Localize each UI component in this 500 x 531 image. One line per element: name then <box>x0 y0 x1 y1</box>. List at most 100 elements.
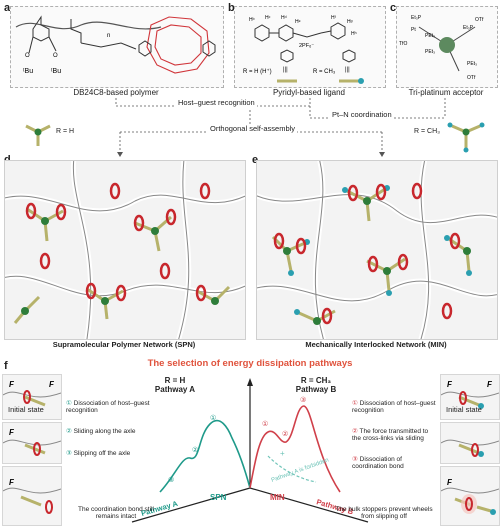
force-label-7: F <box>447 478 453 487</box>
right-head: R = CH₃ Pathway B <box>276 376 356 394</box>
spn-axis-label: SPN <box>210 493 227 502</box>
pt-n-label: Pt–N coordination <box>330 110 394 120</box>
left-head-r: R = H <box>164 376 186 385</box>
left-step-3-text: Slipping off the axle <box>73 450 131 457</box>
right-note: The bulk stoppers prevent wheels from sl… <box>335 506 433 521</box>
left-step-1-num: ① <box>66 400 72 407</box>
left-head-pathway: Pathway A <box>154 385 196 394</box>
et3p-1: Et₃P <box>411 15 422 21</box>
panel-c-letter: c <box>390 2 397 14</box>
left-state-panel-1: F F <box>2 374 62 420</box>
anion-label: 2PF₆⁻ <box>299 43 314 49</box>
crown-ether-ring <box>146 16 210 74</box>
proton-d: Hᵈ <box>281 15 287 21</box>
panel-b-letter: b <box>228 2 235 14</box>
left-state-panel-3: F <box>2 466 62 526</box>
left-step-2: ② Sliding along the axle <box>66 428 152 435</box>
force-label-6: F <box>487 380 493 389</box>
force-label-4: F <box>9 478 15 487</box>
tfo-label: TfO <box>399 41 407 47</box>
proton-e: Hᵉ <box>295 19 301 25</box>
panel-e-letter: e <box>252 154 258 166</box>
benzo-rings <box>138 40 216 57</box>
proton-h: Hʰ <box>351 31 357 37</box>
min-crosslinks <box>271 185 472 325</box>
spn-peak-2: ② <box>192 447 198 454</box>
pet3-b: PEt₃ <box>425 49 435 55</box>
energy-landscape: + Pathway A is forbidden ③ ② ① ① ② ③ SPN… <box>131 378 369 523</box>
left-step-1: ① Dissociation of host–guest recognition <box>66 400 152 415</box>
left-step-1-text: Dissociation of host–guest recognition <box>66 400 150 415</box>
right-state-panel-2 <box>440 422 500 464</box>
right-step-3: ③ Dissociation of coordination bond <box>352 456 438 471</box>
right-initial-state-label: Initial state <box>446 405 482 414</box>
left-step-2-num: ② <box>66 428 72 435</box>
left-head: R = H Pathway A <box>140 376 210 394</box>
min-network-illustration <box>257 161 497 339</box>
spn-peak-3: ③ <box>168 476 174 484</box>
orthogonal-label: Orthogonal self-assembly <box>208 124 298 134</box>
tripod-ch3-icon <box>447 122 485 153</box>
equiv-mark-2: ||| <box>345 67 350 73</box>
pet3-c: PEt₃ <box>467 61 477 67</box>
spn-caption: Supramolecular Polymer Network (SPN) <box>52 340 196 349</box>
panel-b-caption: Pyridyl-based ligand <box>272 88 346 97</box>
left-step-2-text: Sliding along the axle <box>73 428 136 435</box>
spn-peak-1: ① <box>210 414 216 422</box>
left-step-3-num: ③ <box>66 450 72 457</box>
right-state-panel-3: F <box>440 466 500 526</box>
left-step-3: ③ Slipping off the axle <box>66 450 152 457</box>
min-axis-label: MIN <box>270 493 285 502</box>
proton-b: Hᵇ <box>249 17 255 23</box>
force-label-1: F <box>9 380 15 389</box>
right-step-2-text: The force transmitted to the cross-links… <box>352 428 429 443</box>
pet3-a: PEt₃ <box>425 33 435 39</box>
right-head-pathway: Pathway B <box>295 385 337 394</box>
pt-label: Pt <box>411 27 416 33</box>
right-step-1-num: ① <box>352 400 358 407</box>
r-ch3-formula: R = CH₃ <box>313 69 336 75</box>
pyridyl-ligand-structure: Hᵇ Hᶜ Hᵈ Hᵉ Hᶠ Hᵍ Hʰ 2PF₆⁻ R = H (H⁺) R … <box>243 15 364 84</box>
spn-rings <box>25 182 211 302</box>
min-energy-curve <box>249 405 341 493</box>
force-label-5: F <box>447 380 453 389</box>
panel-c-box: Et₃P Pt PEt₃ TfO PEt₃ OTf Et₃P PEt₃ OTf <box>396 6 498 88</box>
equiv-mark-1: ||| <box>283 67 288 73</box>
right-step-1-text: Dissociation of host–guest recognition <box>352 400 436 415</box>
panel-a-caption: DB24C8-based polymer <box>73 88 159 97</box>
repeat-n-label: n <box>107 33 110 39</box>
min-network-panel <box>256 160 498 340</box>
panel-c-caption: Tri-platinum acceptor <box>408 88 484 97</box>
spn-network-panel <box>4 160 246 340</box>
proton-c: Hᶜ <box>265 15 271 21</box>
spn-crosslinks <box>13 207 231 324</box>
min-peak-2: ② <box>282 431 288 438</box>
et3p-2: Et₃P <box>463 25 474 31</box>
r-ch3-label: R = CH₃ <box>414 128 440 135</box>
min-caption: Mechanically Interlocked Network (MIN) <box>305 340 447 349</box>
forbidden-dashed-path <box>267 455 317 483</box>
tbu-label-1: ᵗBu <box>23 68 33 75</box>
right-step-2: ② The force transmitted to the cross-lin… <box>352 428 438 443</box>
right-step-2-num: ② <box>352 428 358 435</box>
right-step-3-text: Dissociation of coordination bond <box>352 456 404 471</box>
force-label-3: F <box>9 428 15 437</box>
tri-platinum-structure: Et₃P Pt PEt₃ TfO PEt₃ OTf Et₃P PEt₃ OTf <box>399 15 484 81</box>
min-peak-1: ① <box>262 420 268 428</box>
spn-network-illustration <box>5 161 245 339</box>
min-peak-3: ③ <box>300 396 306 404</box>
proton-g: Hᵍ <box>347 19 353 25</box>
r-h-label: R = H <box>56 128 75 135</box>
proton-f: Hᶠ <box>331 15 337 21</box>
oxygen-label-1: O <box>53 53 58 59</box>
right-head-r: R = CH₃ <box>300 376 332 385</box>
otf-2: OTf <box>467 75 476 81</box>
spn-energy-curve <box>159 419 251 493</box>
otf-1: OTf <box>475 17 484 23</box>
tbu-label-2: ᵗBu <box>51 68 61 75</box>
panel-f-letter: f <box>4 360 8 372</box>
right-state-panel-1: F F <box>440 374 500 420</box>
left-note: The coordination bond still remains inta… <box>78 506 154 521</box>
forbidden-label: Pathway A is forbidden <box>271 457 330 483</box>
force-label-2: F <box>49 380 55 389</box>
